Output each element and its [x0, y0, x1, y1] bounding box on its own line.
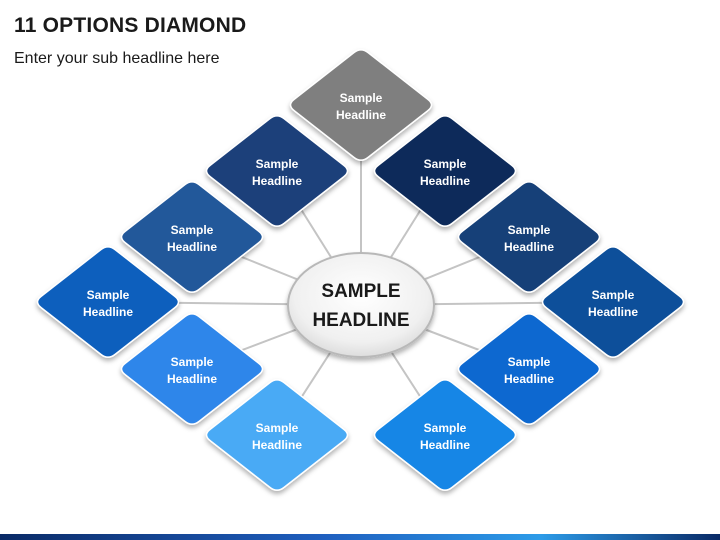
option-label-line1: Sample — [87, 288, 130, 302]
footer-bar — [0, 534, 720, 540]
center-node: SAMPLE HEADLINE — [287, 252, 435, 358]
option-label-line2: Headline — [83, 305, 133, 319]
option-label-line1: Sample — [340, 91, 383, 105]
option-label-line2: Headline — [252, 438, 302, 452]
page-subtitle: Enter your sub headline here — [14, 50, 220, 67]
option-label-line1: Sample — [171, 355, 214, 369]
option-label-line2: Headline — [167, 240, 217, 254]
option-label-line2: Headline — [504, 240, 554, 254]
option-label-line1: Sample — [508, 223, 551, 237]
option-diamond — [120, 181, 264, 293]
option-label-line2: Headline — [167, 372, 217, 386]
option-diamond — [36, 246, 180, 358]
option-label-line2: Headline — [504, 372, 554, 386]
option-label-line2: Headline — [588, 305, 638, 319]
option-label-line1: Sample — [256, 421, 299, 435]
option-diamond — [457, 181, 601, 293]
option-diamond — [457, 313, 601, 425]
option-diamond — [205, 379, 349, 491]
option-label-line1: Sample — [508, 355, 551, 369]
option-label-line2: Headline — [252, 174, 302, 188]
center-label-line1: SAMPLE — [321, 281, 400, 302]
option-label-line2: Headline — [420, 438, 470, 452]
option-diamond — [541, 246, 685, 358]
option-diamond — [373, 379, 517, 491]
option-diamond — [373, 115, 517, 227]
option-label-line2: Headline — [420, 174, 470, 188]
option-label-line1: Sample — [256, 157, 299, 171]
option-nodes: SampleHeadlineSampleHeadlineSampleHeadli… — [36, 49, 685, 491]
option-label-line2: Headline — [336, 108, 386, 122]
option-label-line1: Sample — [592, 288, 635, 302]
center-label-line2: HEADLINE — [312, 310, 409, 331]
option-label-line1: Sample — [424, 421, 467, 435]
page-title: 11 OPTIONS DIAMOND — [14, 14, 247, 37]
option-diamond — [205, 115, 349, 227]
option-label-line1: Sample — [171, 223, 214, 237]
option-diamond — [289, 49, 433, 161]
option-diamond — [120, 313, 264, 425]
option-label-line1: Sample — [424, 157, 467, 171]
center-ellipse — [287, 252, 435, 358]
